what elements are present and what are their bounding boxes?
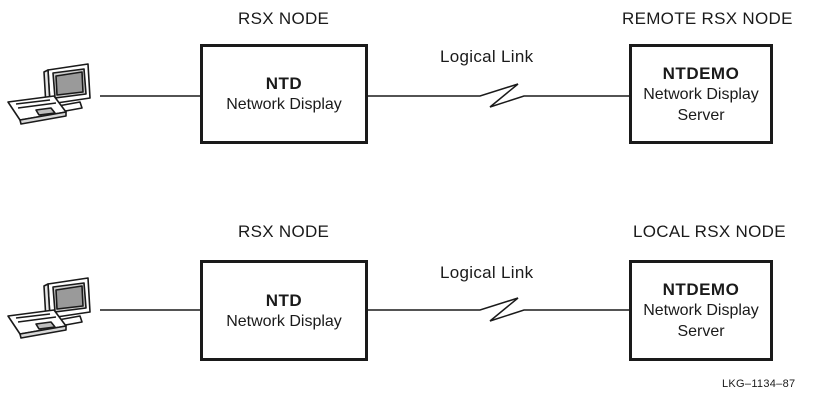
- logical-link-label: Logical Link: [440, 263, 534, 282]
- ntdemo-subtitle-2: Server: [677, 106, 725, 124]
- ntd-subtitle: Network Display: [226, 312, 342, 330]
- server-node-label: REMOTE RSX NODE: [622, 9, 793, 28]
- client-node-label: RSX NODE: [238, 222, 330, 241]
- terminal-icon: [7, 277, 91, 339]
- terminal-icon: [7, 63, 91, 125]
- ntdemo-title: NTDEMO: [662, 280, 740, 299]
- ntdemo-title: NTDEMO: [662, 63, 740, 83]
- ntdemo-subtitle-1: Network Display: [643, 85, 759, 103]
- ntd-title: NTD: [265, 290, 303, 310]
- server-node-label: LOCAL RSX NODE: [633, 222, 786, 241]
- client-node-label: RSX NODE: [238, 9, 330, 28]
- logical-link-line: [366, 83, 631, 108]
- logical-link-line: [366, 297, 631, 322]
- logical-link-label: Logical Link: [440, 47, 534, 66]
- ntdemo-subtitle-1: Network Display: [643, 302, 759, 319]
- ntdemo-box: NTDEMO Network Display Server: [629, 44, 773, 144]
- figure-id-label: LKG–1134–87: [722, 378, 796, 390]
- ntd-box: NTD Network Display: [200, 260, 368, 361]
- ntdemo-box: NTDEMO Network Display Server: [629, 260, 773, 361]
- ntd-box: NTD Network Display: [200, 44, 368, 144]
- ntd-title: NTD: [265, 74, 303, 93]
- ntd-subtitle: Network Display: [226, 96, 342, 113]
- ntdemo-subtitle-2: Server: [677, 323, 725, 340]
